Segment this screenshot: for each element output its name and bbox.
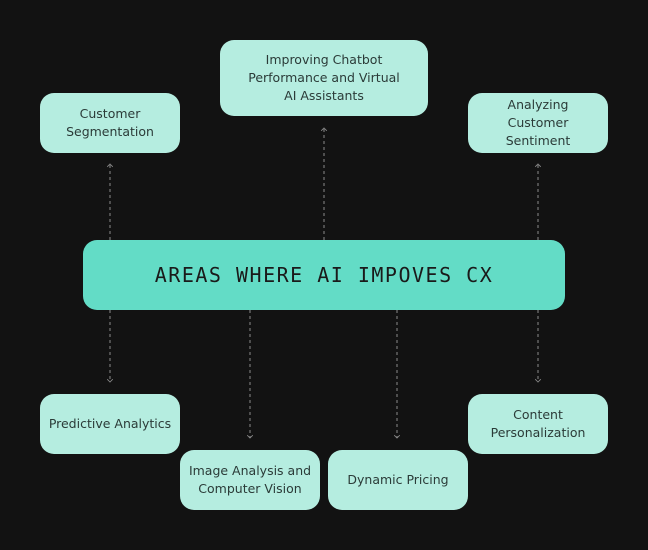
node-label: Dynamic Pricing [347,472,449,487]
node-predictive-analytics: Predictive Analytics [40,394,180,454]
center-title: AREAS WHERE AI IMPOVES CX [83,240,565,310]
node-chatbot: Improving Chatbot Performance and Virtua… [220,40,428,116]
node-customer-segmentation: Customer Segmentation [40,93,180,153]
node-dynamic-pricing: Dynamic Pricing [328,450,468,510]
node-label: Content Personalization [490,407,586,440]
node-label: Analyzing Customer Sentiment [505,97,571,148]
node-analyzing-sentiment: Analyzing Customer Sentiment [468,93,608,153]
center-title-text: AREAS WHERE AI IMPOVES CX [154,263,494,287]
node-image-analysis: Image Analysis and Computer Vision [180,450,320,510]
node-content-personalization: Content Personalization [468,394,608,454]
node-label: Image Analysis and Computer Vision [188,463,312,496]
node-label: Customer Segmentation [66,106,154,139]
node-label: Improving Chatbot Performance and Virtua… [248,52,400,103]
node-label: Predictive Analytics [48,416,172,431]
